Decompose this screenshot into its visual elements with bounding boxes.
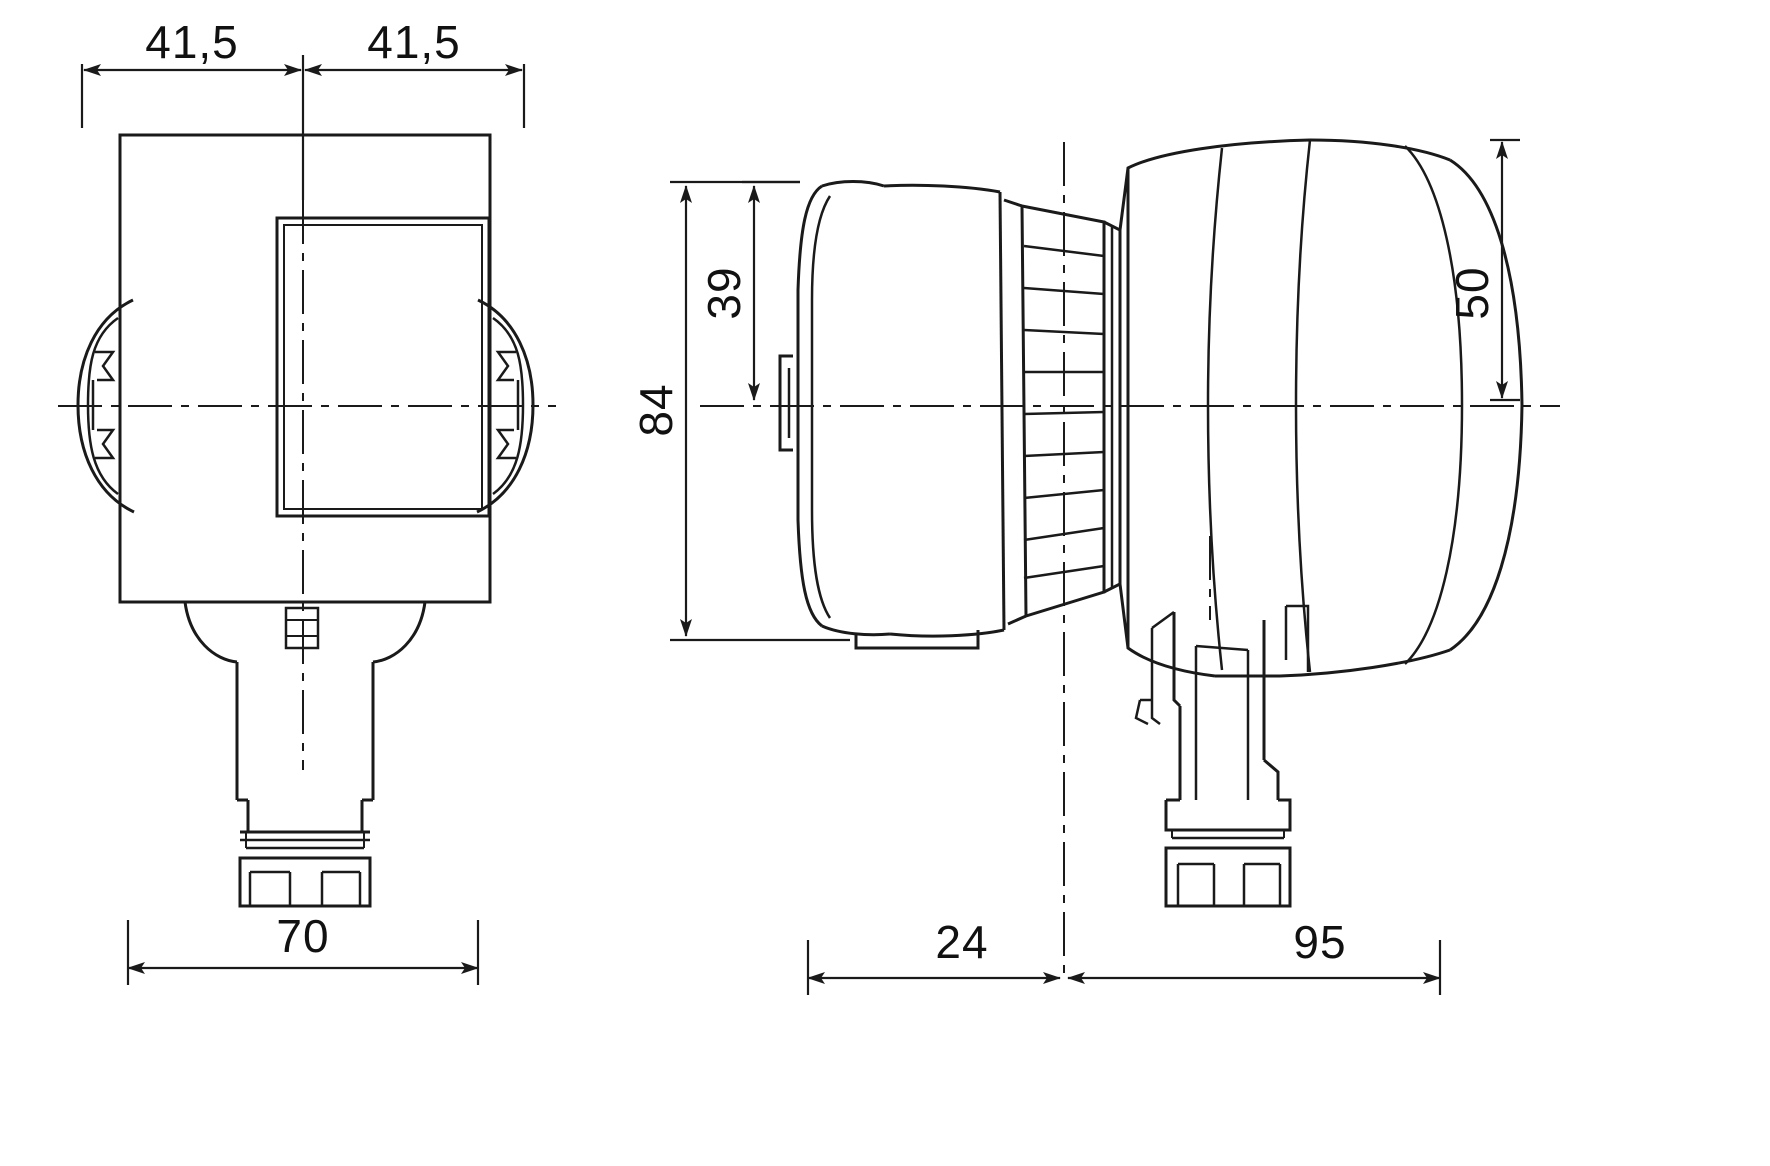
dimension-label-front-half-width-left: 41,5 bbox=[145, 16, 239, 68]
dimension-label-side-upper-height: 39 bbox=[698, 266, 750, 319]
dimension-label-side-right-depth: 95 bbox=[1293, 916, 1346, 968]
dimension-labels: 41,5 41,5 70 84 39 50 24 95 bbox=[145, 16, 1498, 968]
dimension-label-side-left-depth: 24 bbox=[935, 916, 988, 968]
side-view-dimension-lines bbox=[670, 138, 1520, 995]
dimension-label-side-total-height: 84 bbox=[630, 383, 682, 436]
front-view-centerlines bbox=[58, 200, 556, 770]
dimension-label-front-total-width: 70 bbox=[276, 910, 329, 962]
front-view-geometry bbox=[76, 133, 535, 908]
dimension-label-side-right-height: 50 bbox=[1446, 266, 1498, 319]
dimension-label-front-half-width-right: 41,5 bbox=[367, 16, 461, 68]
side-view-centerlines bbox=[700, 142, 1560, 980]
front-view-dimension-lines bbox=[80, 55, 526, 985]
side-view-geometry bbox=[778, 138, 1524, 908]
